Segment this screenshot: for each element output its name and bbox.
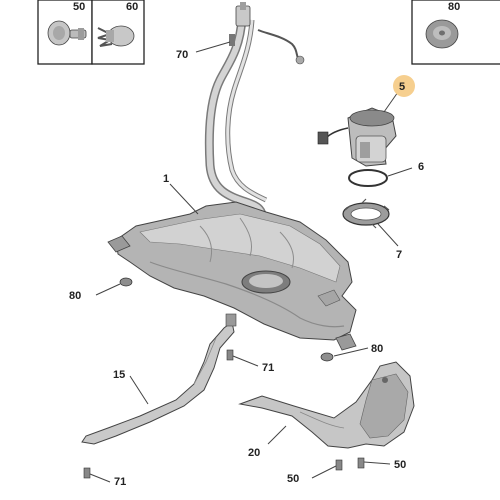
callout-1[interactable]: 1 <box>163 173 169 185</box>
callout-6[interactable]: 6 <box>418 161 424 173</box>
highlight-bubble <box>393 75 415 97</box>
callout-70[interactable]: 70 <box>176 49 188 61</box>
fastener-71-bottom <box>83 467 91 479</box>
callout-71-mid[interactable]: 71 <box>262 362 274 374</box>
legend-box-60[interactable]: 60 <box>91 0 145 65</box>
fastener-50-right <box>357 457 365 469</box>
callout-80-right[interactable]: 80 <box>371 343 383 355</box>
callout-5[interactable]: 5 <box>399 81 405 93</box>
fastener-71-mid <box>226 349 234 361</box>
legend-label-60: 60 <box>126 1 138 13</box>
heat-shield[interactable] <box>238 361 415 449</box>
callout-80-left[interactable]: 80 <box>69 290 81 302</box>
callout-50-left[interactable]: 50 <box>287 473 299 485</box>
leader-lines <box>89 41 413 483</box>
seal-ring[interactable] <box>348 169 388 187</box>
callout-71-bottom[interactable]: 71 <box>114 476 126 488</box>
push-clip-icon <box>47 20 87 46</box>
tank-strap[interactable] <box>81 313 237 445</box>
callout-50-right[interactable]: 50 <box>394 459 406 471</box>
legend-label-80: 80 <box>448 1 460 13</box>
bung-plug-icon <box>425 19 459 49</box>
callout-7[interactable]: 7 <box>396 249 402 261</box>
fuel-tank[interactable] <box>107 201 357 351</box>
lock-ring[interactable] <box>342 198 390 229</box>
fastener-50-left <box>335 459 343 471</box>
legend-box-80[interactable]: 80 <box>411 0 500 65</box>
callout-15[interactable]: 15 <box>113 369 125 381</box>
fir-tree-clip-icon <box>97 25 135 47</box>
filler-tubes <box>204 2 305 223</box>
legend-label-50: 50 <box>73 1 85 13</box>
callout-20[interactable]: 20 <box>248 447 260 459</box>
fastener-80-right <box>320 352 334 362</box>
fastener-80-left <box>119 277 133 287</box>
legend-box-50[interactable]: 50 <box>37 0 93 65</box>
fuel-pump-module[interactable] <box>317 107 397 167</box>
